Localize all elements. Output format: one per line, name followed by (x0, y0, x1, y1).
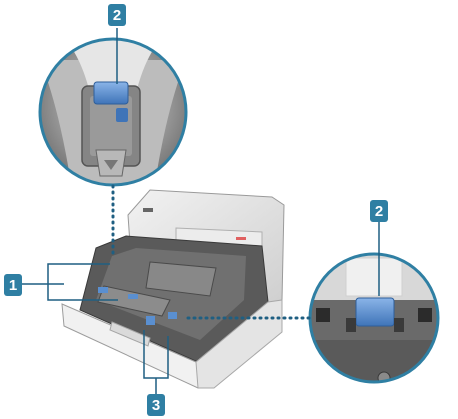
printer-indicator (236, 237, 246, 240)
callout-2-top: 2 (108, 4, 126, 26)
drawer-handle (109, 321, 151, 347)
callout-label: 2 (113, 7, 121, 24)
printer-lower-body (195, 299, 283, 389)
drawer-guide-rail (145, 261, 217, 297)
callout-1-bracket (22, 263, 118, 301)
lever-blue-icon (355, 297, 395, 327)
callout-1-left: 1 (4, 274, 22, 296)
lever-blue-icon (93, 81, 129, 105)
lever-blue-icon (98, 287, 108, 293)
printer-illustration (61, 189, 285, 389)
callout-3-bottom: 3 (147, 394, 165, 416)
callout-label: 2 (375, 203, 383, 220)
callout-2-right: 2 (370, 200, 388, 222)
callout-label: 1 (9, 277, 17, 294)
lever-blue-icon (168, 312, 177, 319)
callout-3-bracket (143, 330, 169, 394)
callout-label: 3 (152, 397, 160, 414)
zoom-circle-right (308, 252, 440, 384)
leader-lines (22, 28, 380, 394)
zoom-circle-top (38, 37, 188, 187)
lever-blue-icon (146, 316, 155, 325)
lever-blue-icon (128, 294, 138, 299)
drawer-guide-rail (97, 285, 171, 317)
printer-slot (143, 208, 153, 212)
